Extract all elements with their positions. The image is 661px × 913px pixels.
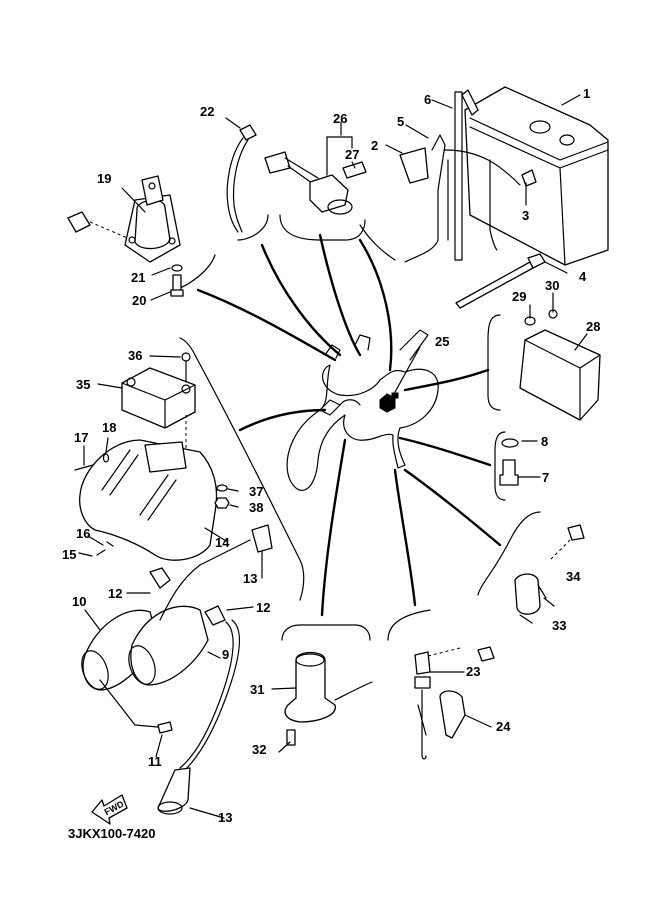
callout-17: 17 [74, 430, 88, 445]
wire-harness-25 [286, 329, 439, 491]
group-brackets [174, 214, 541, 641]
callout-4: 4 [579, 269, 587, 284]
callout-1: 1 [583, 86, 590, 101]
callout-7: 7 [542, 470, 549, 485]
callout-28: 28 [586, 319, 600, 334]
callout-19: 19 [97, 171, 111, 186]
callout-26: 26 [333, 111, 347, 126]
callout-14: 14 [215, 535, 230, 550]
callout-27: 27 [345, 147, 359, 162]
callout-5: 5 [397, 114, 404, 129]
flasher-relay-group [519, 309, 601, 421]
harness-leaders [196, 233, 502, 617]
callout-36: 36 [128, 348, 142, 363]
main-switch-group [67, 175, 181, 263]
callout-10: 10 [72, 594, 86, 609]
diagram-code: 3JKX100-7420 [68, 826, 155, 841]
stop-switch-group [414, 646, 495, 760]
callout-18: 18 [102, 420, 116, 435]
callout-25: 25 [435, 334, 449, 349]
callout-8: 8 [541, 434, 548, 449]
callout-21: 21 [131, 270, 145, 285]
neutral-switch-group [499, 438, 519, 486]
callout-34: 34 [566, 569, 581, 584]
bolt-washer-20-21 [170, 264, 184, 297]
callout-13b: 13 [218, 810, 232, 825]
callout-labels: 1 2 3 4 5 6 7 8 9 10 11 12 12 13 13 14 1… [62, 86, 600, 825]
callout-24: 24 [496, 719, 511, 734]
callout-30: 30 [545, 278, 559, 293]
callout-35: 35 [76, 377, 90, 392]
callout-6: 6 [424, 92, 431, 107]
fwd-arrow-icon: FWD [91, 794, 128, 825]
callout-16: 16 [76, 526, 90, 541]
callout-23: 23 [466, 664, 480, 679]
callout-leaders [78, 94, 588, 819]
cdi-cover-group [74, 439, 230, 561]
callout-2: 2 [371, 138, 378, 153]
horn-group [514, 524, 585, 615]
callout-31: 31 [250, 682, 264, 697]
callout-9: 9 [222, 647, 229, 662]
callout-20: 20 [132, 293, 146, 308]
callout-3: 3 [522, 208, 529, 223]
starter-relay-group [284, 651, 373, 746]
callout-32: 32 [252, 742, 266, 757]
callout-12b: 12 [256, 600, 270, 615]
callout-33: 33 [552, 618, 566, 633]
callout-11: 11 [148, 754, 162, 769]
oil-level-switch-group [226, 124, 257, 233]
callout-13a: 13 [243, 571, 257, 586]
callout-37: 37 [249, 484, 263, 499]
callout-29: 29 [512, 289, 526, 304]
callout-12a: 12 [108, 586, 122, 601]
ignition-coil-group [81, 524, 273, 815]
callout-38: 38 [249, 500, 263, 515]
callout-22: 22 [200, 104, 214, 119]
fuse-holder-group [264, 136, 367, 215]
cable-tie-group [455, 253, 546, 309]
callout-15: 15 [62, 547, 76, 562]
battery-group [399, 86, 609, 266]
